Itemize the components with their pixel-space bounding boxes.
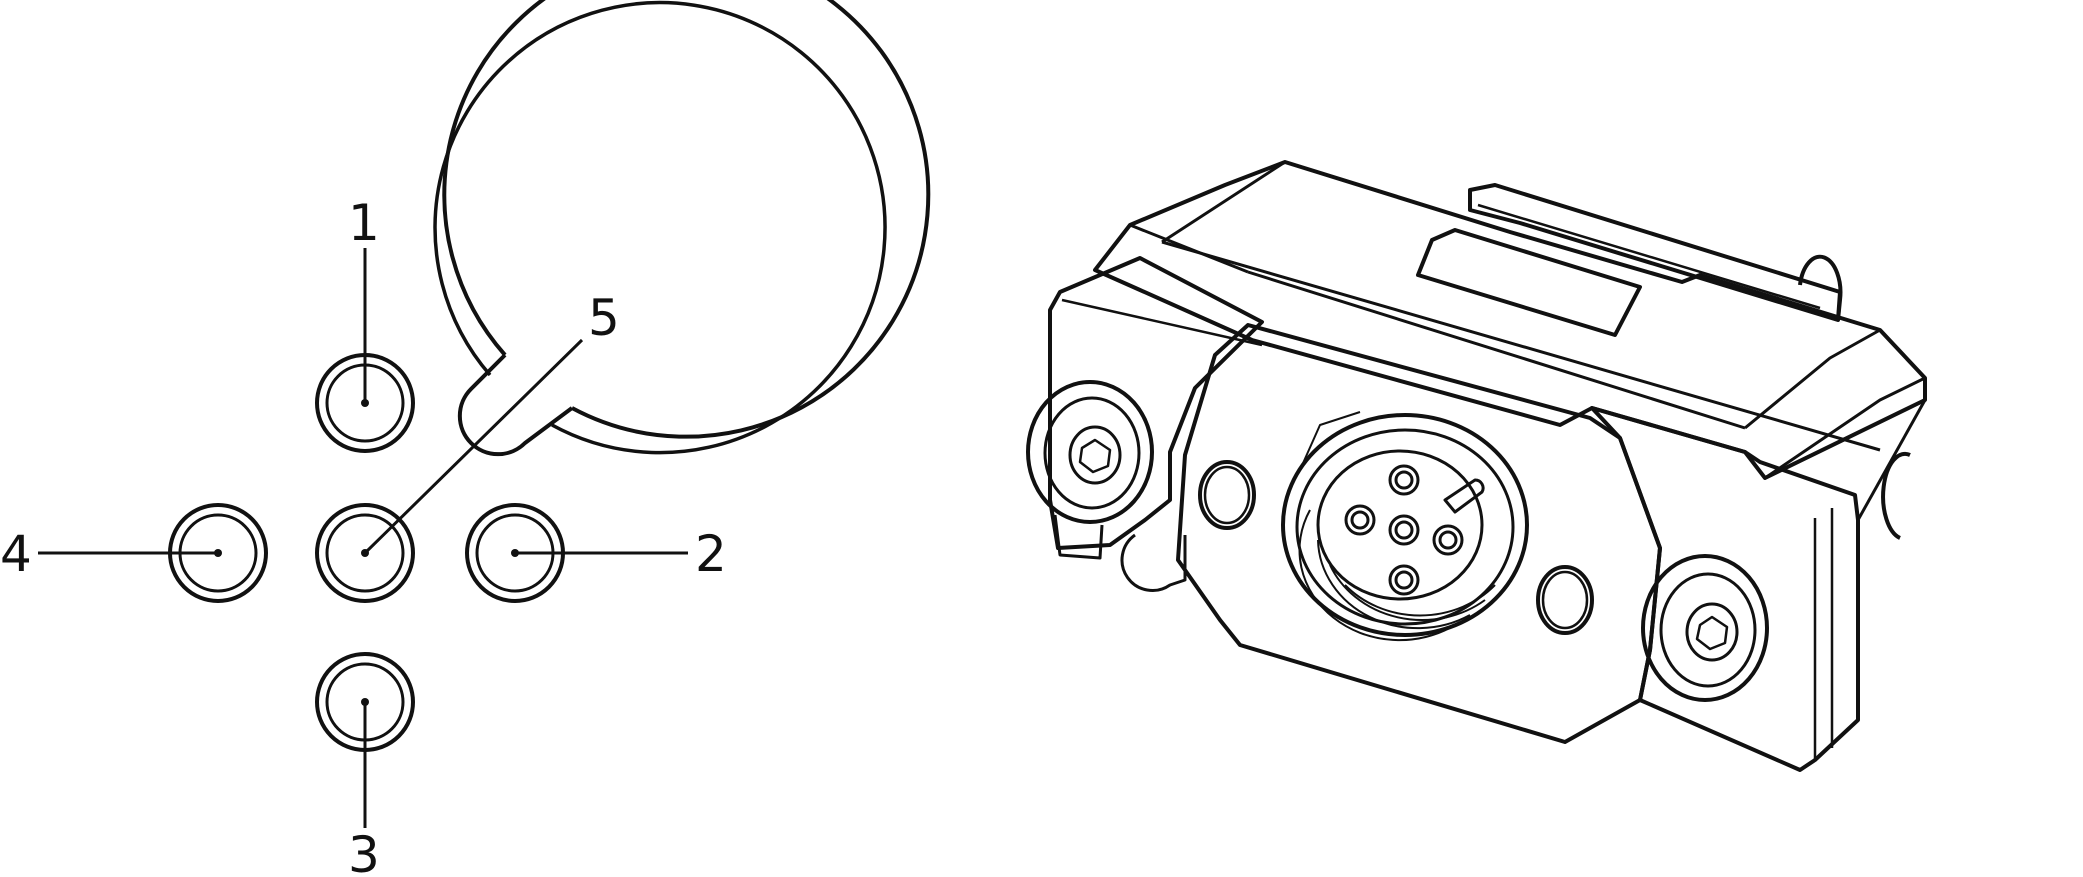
pin-label-2: 2 — [695, 525, 727, 583]
pin-label-5: 5 — [588, 289, 620, 347]
rear-cylinder — [1798, 254, 1843, 321]
pin-label-4: 4 — [0, 525, 32, 583]
mounting-screw-right — [1641, 554, 1769, 702]
connector-inner-ring — [433, 0, 887, 455]
mounting-screw-left — [1026, 380, 1154, 560]
face-hole-left — [1198, 460, 1256, 530]
left-flange — [1048, 256, 1264, 550]
socket-receptacle — [1281, 411, 1529, 642]
label-recess — [1416, 228, 1642, 337]
pin-socket-5 — [315, 503, 415, 603]
leader-line-5 — [363, 338, 584, 555]
pinout-diagram: 1 5 4 2 3 — [0, 0, 931, 877]
right-flange — [1590, 406, 1860, 772]
housing-top — [1093, 160, 1927, 480]
socket-pins — [1344, 464, 1464, 596]
keyway-slot — [457, 353, 574, 457]
connector-outer-ring — [442, 0, 931, 439]
pin-label-1: 1 — [348, 194, 380, 252]
face-hole-right — [1536, 565, 1594, 635]
connector-3d-view — [1026, 160, 1927, 772]
pin-label-3: 3 — [348, 826, 380, 877]
